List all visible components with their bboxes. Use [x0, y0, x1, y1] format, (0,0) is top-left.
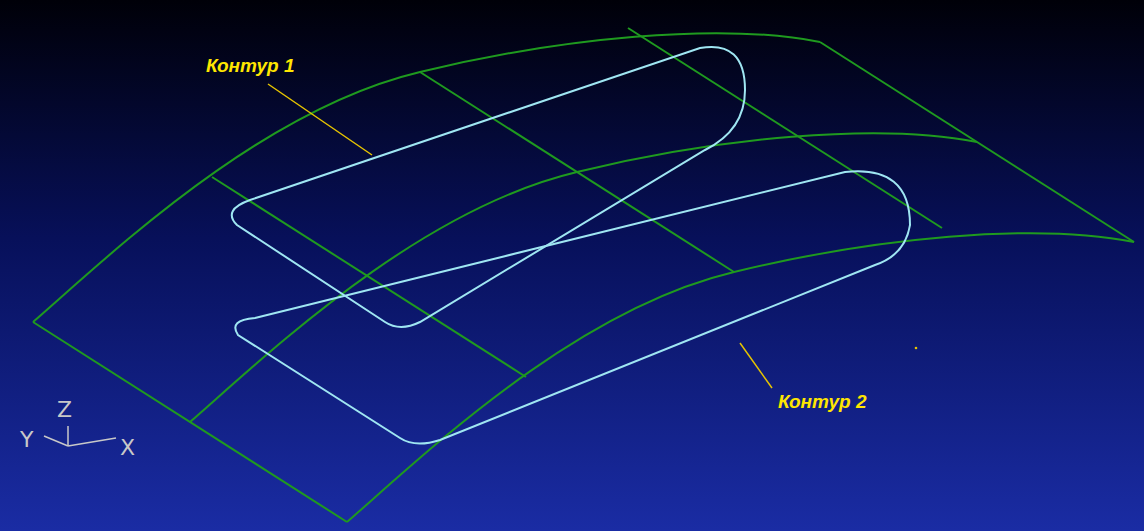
surface-isoline: [420, 72, 734, 272]
leader-lines: [268, 84, 772, 388]
axis-label: X: [120, 436, 135, 460]
leader-line: [268, 84, 372, 155]
axis-label: Y: [20, 428, 33, 452]
leader-line: [740, 343, 772, 388]
surface-edge: [33, 322, 347, 522]
axis-y: [44, 436, 68, 446]
surface-isoline: [212, 177, 526, 377]
contour-2: [235, 171, 910, 443]
axis-x: [68, 438, 116, 446]
callout-label: Контур 2: [778, 392, 866, 413]
marker-dot: [915, 347, 918, 350]
axis-z: [67, 426, 69, 446]
surface-wireframe: [33, 28, 1134, 522]
callout-label: Контур 1: [206, 56, 294, 77]
axis-label: Z: [57, 398, 72, 422]
surface-edge: [820, 42, 1134, 242]
surface-edge: [33, 33, 820, 322]
surface-isoline: [628, 28, 942, 228]
contour-1: [232, 47, 745, 327]
surface-edge: [347, 233, 1134, 522]
axis-triad: [44, 426, 116, 446]
contours: [232, 47, 910, 444]
